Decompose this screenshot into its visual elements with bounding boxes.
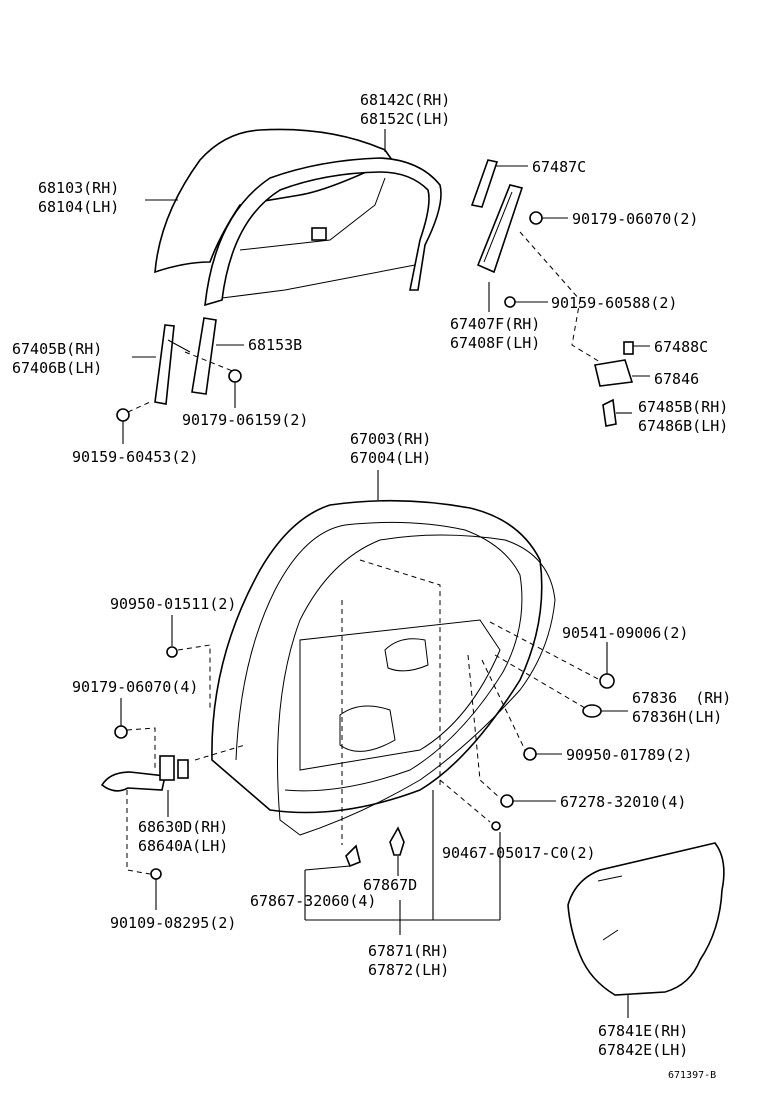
- label-68630d: 68630D(RH): [138, 818, 228, 836]
- strip-68153b: [191, 317, 217, 395]
- label-68103: 68103(RH): [38, 179, 119, 197]
- label-68153b: 68153B: [248, 336, 302, 354]
- label-67408f: 67408F(LH): [450, 334, 540, 352]
- part-67488c: [623, 341, 634, 355]
- part-67485b: [602, 398, 617, 427]
- label-67004: 67004(LH): [350, 449, 431, 467]
- bolt-90159-60453: [116, 408, 130, 422]
- label-67405b: 67405B(RH): [12, 340, 102, 358]
- label-90159-60588: 90159-60588(2): [551, 294, 677, 312]
- label-67836: 67836 (RH): [632, 689, 731, 707]
- label-67278-32010: 67278-32010(4): [560, 793, 686, 811]
- label-68640a: 68640A(LH): [138, 837, 228, 855]
- door-hinge-drawing: [100, 755, 189, 792]
- clip-67867-32060: [345, 844, 361, 868]
- division-bar-drawing: [476, 184, 524, 274]
- leader-lines: [120, 129, 650, 1018]
- label-67871: 67871(RH): [368, 942, 449, 960]
- label-90159-60453: 90159-60453(2): [72, 448, 198, 466]
- label-67003: 67003(RH): [350, 430, 431, 448]
- dashed-assembly-lines: [126, 231, 601, 875]
- bolt-90179-06070-left: [114, 725, 128, 739]
- label-67846: 67846: [654, 370, 699, 388]
- figure-id: 671397-B: [668, 1070, 716, 1081]
- label-67842e: 67842E(LH): [598, 1041, 688, 1059]
- bolt-90179-06159: [228, 369, 242, 383]
- pad-67846: [594, 359, 634, 387]
- label-67485b: 67485B(RH): [638, 398, 728, 416]
- door-weatherstrip-drawing: [277, 534, 556, 836]
- clip-90541-09006: [599, 673, 615, 689]
- label-90950-01511: 90950-01511(2): [110, 595, 236, 613]
- label-90950-01789: 90950-01789(2): [566, 746, 692, 764]
- label-68152c: 68152C(LH): [360, 110, 450, 128]
- clip-90950-01511: [166, 646, 178, 658]
- service-hole-cover-drawing: [567, 842, 725, 996]
- rear-lower-channel-drawing: [154, 324, 191, 405]
- label-67836h: 67836H(LH): [632, 708, 722, 726]
- label-68142c: 68142C(RH): [360, 91, 450, 109]
- door-shell-drawing: [211, 499, 543, 814]
- door-glass-drawing: [154, 128, 394, 274]
- label-90179-06070-left: 90179-06070(4): [72, 678, 198, 696]
- clip-90950-01789: [523, 747, 537, 761]
- clip-90159-60588: [504, 296, 516, 308]
- part-labels: 68142C(RH) 68152C(LH) 68103(RH) 68104(LH…: [12, 91, 731, 1081]
- label-68104: 68104(LH): [38, 198, 119, 216]
- label-90179-06159: 90179-06159(2): [182, 411, 308, 429]
- label-67841e: 67841E(RH): [598, 1022, 688, 1040]
- bolt-90109-08295: [150, 868, 162, 880]
- label-67867-32060: 67867-32060(4): [250, 892, 376, 910]
- clip-67278-32010: [500, 794, 514, 808]
- label-67487c: 67487C: [532, 158, 586, 176]
- clip-67867d: [389, 826, 405, 856]
- label-90467-05017: 90467-05017-C0(2): [442, 844, 596, 862]
- glass-run-channel-drawing: [204, 157, 442, 307]
- clip-90179-top: [529, 211, 543, 225]
- label-67867d: 67867D: [363, 876, 417, 894]
- label-67406b: 67406B(LH): [12, 359, 102, 377]
- clip-90467-05017: [491, 821, 501, 831]
- label-90109-08295: 90109-08295(2): [110, 914, 236, 932]
- label-90179-06070-top: 90179-06070(2): [572, 210, 698, 228]
- label-90541-09006: 90541-09006(2): [562, 624, 688, 642]
- label-67488c: 67488C: [654, 338, 708, 356]
- label-67486b: 67486B(LH): [638, 417, 728, 435]
- label-67872: 67872(LH): [368, 961, 449, 979]
- strip-67487c: [470, 159, 499, 208]
- grommet-67836: [582, 704, 602, 718]
- label-67407f: 67407F(RH): [450, 315, 540, 333]
